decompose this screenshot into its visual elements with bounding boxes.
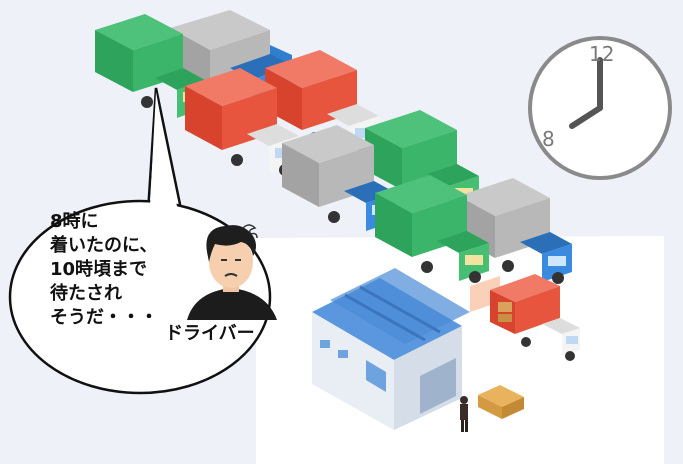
clock-numeral-8: 8	[542, 127, 555, 151]
speech-bubble	[8, 87, 272, 395]
speech-line-5: そうだ・・・	[50, 307, 158, 328]
cargo-pallet-icon	[478, 385, 524, 419]
clock-icon	[528, 36, 672, 180]
speech-line-3: 10時頃まで	[50, 259, 148, 280]
speech-line-4: 待たされ	[50, 283, 122, 304]
unloading-truck-icon	[470, 274, 580, 361]
warehouse-icon	[312, 268, 470, 430]
speaker-label: ドライバー	[165, 323, 255, 344]
speech-line-2: 着いたのに、	[50, 235, 158, 256]
truck-icon	[282, 125, 396, 233]
driver-avatar-icon	[187, 224, 277, 320]
truck-queue	[95, 10, 572, 284]
truck-icon	[375, 175, 489, 283]
speech-line-1: 8時に	[50, 211, 99, 232]
clock-numeral-12: 12	[589, 42, 615, 66]
speech-bubble-text: 8時に 着いたのに、 10時頃まで 待たされ そうだ・・・	[50, 210, 190, 330]
worker-icon	[460, 396, 468, 432]
